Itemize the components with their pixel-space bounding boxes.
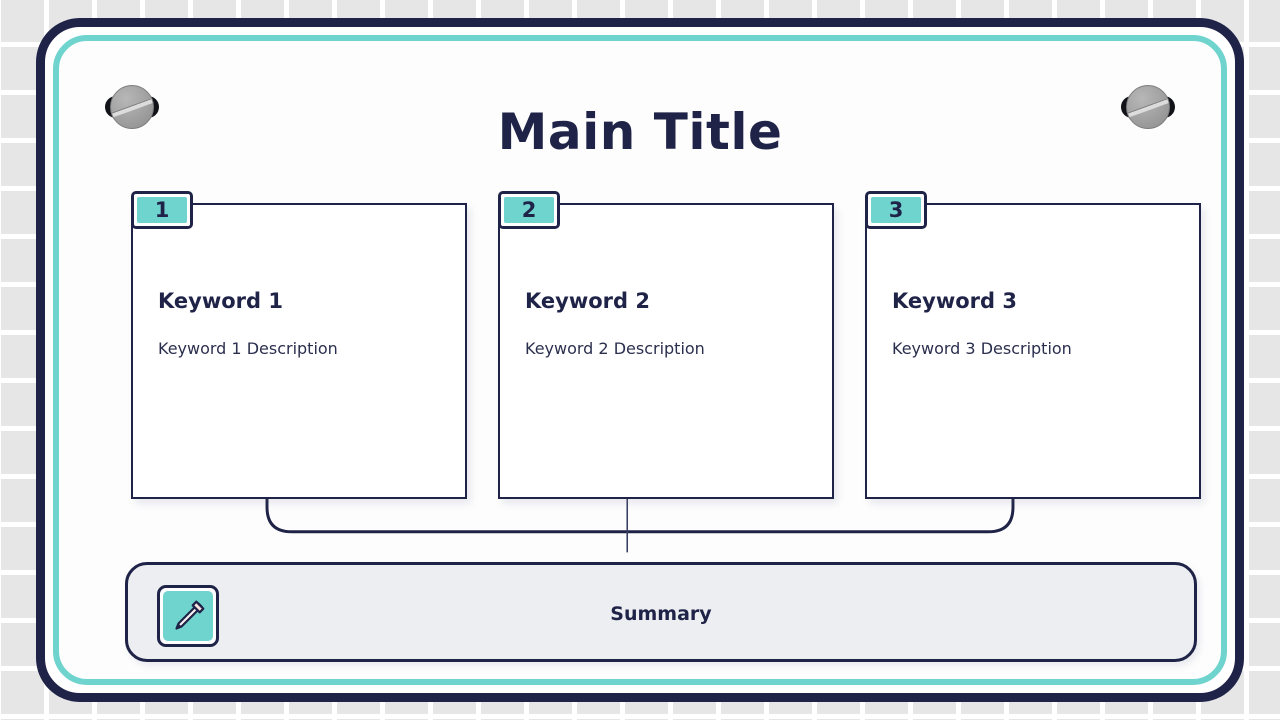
pencil-icon	[157, 585, 219, 647]
screw-head	[110, 85, 154, 129]
card-number-badge: 1	[131, 191, 193, 229]
screw-right-icon	[1121, 85, 1175, 129]
card-keyword-title: Keyword 3	[892, 289, 1017, 313]
slide-content-area: Main Title 1 Keyword 1 Keyword 1 Descrip…	[59, 41, 1221, 679]
screw-left-icon	[105, 85, 159, 129]
card-keyword-title: Keyword 1	[158, 289, 283, 313]
summary-bar[interactable]: Summary	[125, 562, 1197, 662]
keyword-card-2[interactable]: 2 Keyword 2 Keyword 2 Description	[498, 191, 834, 499]
card-keyword-description: Keyword 1 Description	[158, 339, 338, 358]
summary-label: Summary	[610, 603, 712, 625]
pencil-icon-background	[163, 591, 213, 641]
screw-head	[1126, 85, 1170, 129]
slide-frame-outer: Main Title 1 Keyword 1 Keyword 1 Descrip…	[36, 18, 1244, 702]
slide-frame-inner: Main Title 1 Keyword 1 Keyword 1 Descrip…	[53, 35, 1227, 685]
page-title: Main Title	[497, 103, 783, 161]
card-number-label: 1	[137, 197, 187, 223]
card-number-label: 2	[504, 197, 554, 223]
card-keyword-description: Keyword 3 Description	[892, 339, 1072, 358]
keyword-card-3[interactable]: 3 Keyword 3 Keyword 3 Description	[865, 191, 1201, 499]
card-keyword-description: Keyword 2 Description	[525, 339, 705, 358]
card-keyword-title: Keyword 2	[525, 289, 650, 313]
card-number-badge: 2	[498, 191, 560, 229]
card-number-badge: 3	[865, 191, 927, 229]
card-number-label: 3	[871, 197, 921, 223]
pencil-glyph	[175, 600, 205, 630]
keyword-card-1[interactable]: 1 Keyword 1 Keyword 1 Description	[131, 191, 467, 499]
